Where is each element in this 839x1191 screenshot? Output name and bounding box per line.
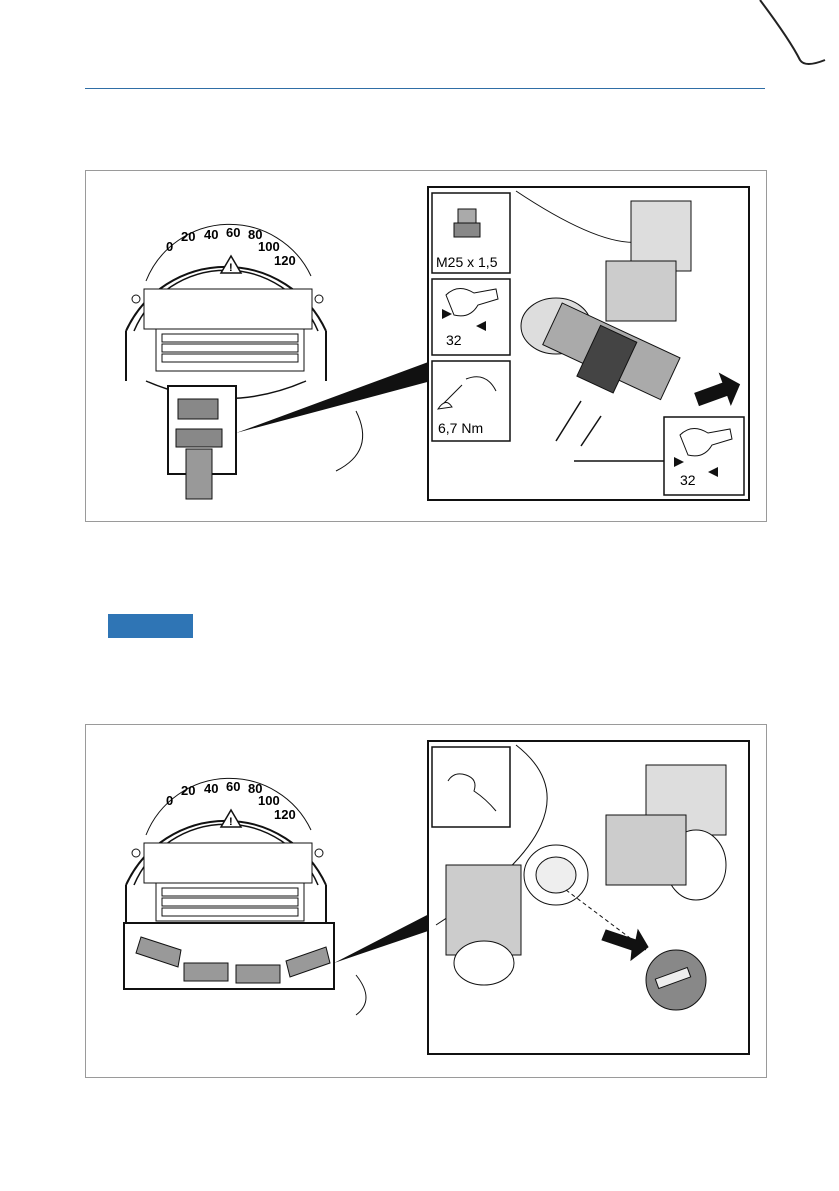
wrench-inset-bottom: [664, 417, 744, 495]
scale-label: 40: [204, 781, 218, 796]
callout-leader: [334, 913, 431, 963]
figure1-illustration: ! 0 20 40 60 80 100 120: [86, 171, 766, 521]
scale-label: 60: [226, 225, 240, 240]
notice-label-bar: [108, 614, 193, 638]
scale-label: 100: [258, 793, 280, 808]
scale-label: 100: [258, 239, 280, 254]
figure-blanking-plug-removal: ! 0 20 40 60 80 100 120: [85, 724, 767, 1078]
svg-text:!: !: [229, 816, 233, 828]
scale-label: 0: [166, 793, 173, 808]
page-corner-arc: [0, 0, 839, 80]
scale-label: 120: [274, 807, 296, 822]
scale-label: 0: [166, 239, 173, 254]
scale-label: 20: [181, 229, 195, 244]
scale-label: 40: [204, 227, 218, 242]
figure2-illustration: ! 0 20 40 60 80 100 120: [86, 725, 766, 1077]
figure-cable-gland-install: ! 0 20 40 60 80 100 120: [85, 170, 767, 522]
hand-inset: [432, 747, 510, 827]
wrench-size-label-bottom: 32: [680, 472, 696, 488]
cable-gland-icon: [454, 209, 480, 237]
gauge-housing: !: [126, 778, 326, 925]
gauge-housing: !: [126, 224, 326, 398]
scale-label: 20: [181, 783, 195, 798]
wrench-size-label-top: 32: [446, 332, 462, 348]
scale-label: 60: [226, 779, 240, 794]
svg-text:!: !: [229, 262, 233, 274]
header-rule: [85, 88, 765, 89]
torque-label: 6,7 Nm: [438, 420, 483, 436]
callout-leader: [236, 361, 431, 433]
scale-label: 120: [274, 253, 296, 268]
gland-thread-label: M25 x 1,5: [436, 254, 498, 270]
